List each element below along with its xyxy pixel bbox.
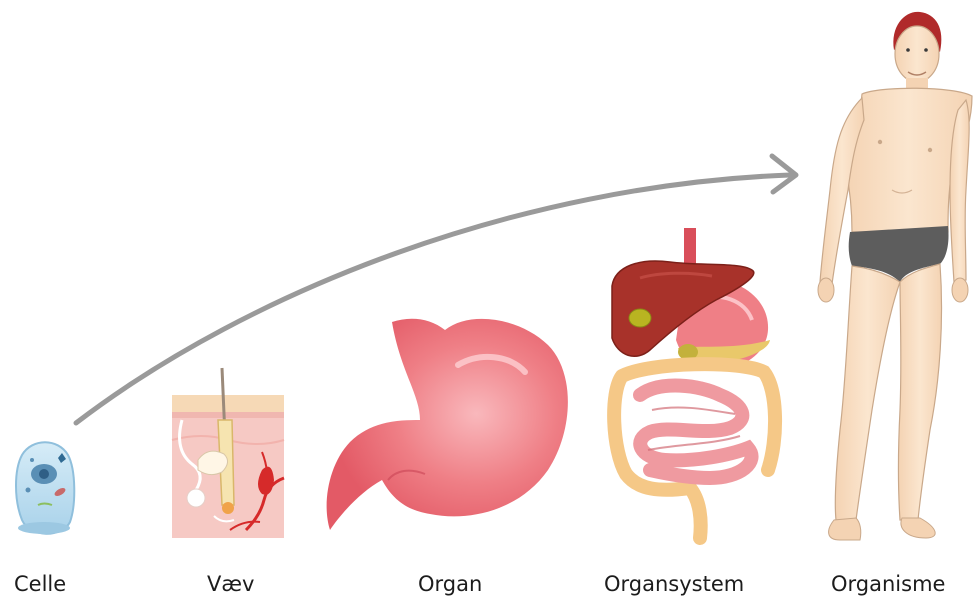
- tissue-illustration: [172, 368, 284, 538]
- cell-illustration: [16, 442, 74, 534]
- organism-illustration: [818, 12, 972, 540]
- label-organ: Organ: [418, 572, 482, 596]
- label-cell: Celle: [14, 572, 66, 596]
- label-tissue: Væv: [207, 572, 254, 596]
- label-organism: Organisme: [831, 572, 945, 596]
- organ-illustration: [327, 319, 568, 530]
- organ-system-illustration: [612, 228, 775, 538]
- label-organ-system: Organsystem: [604, 572, 744, 596]
